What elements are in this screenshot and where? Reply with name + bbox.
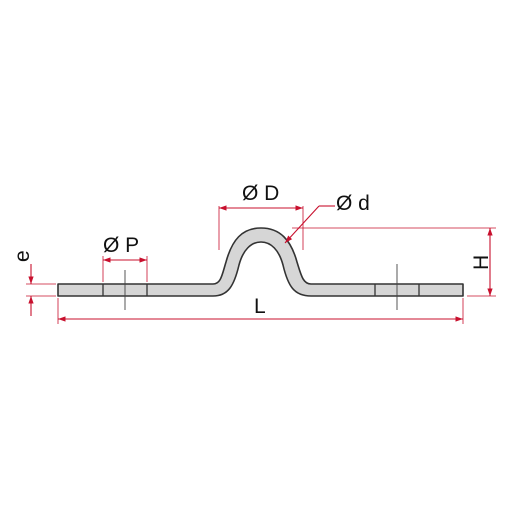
label-h: H: [470, 255, 493, 270]
left-hole: [102, 270, 148, 310]
right-hole: [374, 264, 420, 310]
dim-l: [57, 298, 464, 324]
dim-d-inner: [284, 205, 335, 244]
dim-p: [102, 256, 148, 282]
label-p: Ø P: [103, 234, 139, 257]
label-e: e: [11, 250, 34, 262]
dim-e: [26, 264, 56, 316]
strap-part: [57, 227, 464, 297]
label-d-outer: Ø D: [242, 182, 279, 205]
label-d-inner: Ø d: [336, 192, 370, 215]
label-l: L: [254, 295, 266, 318]
dim-h: [292, 227, 496, 297]
